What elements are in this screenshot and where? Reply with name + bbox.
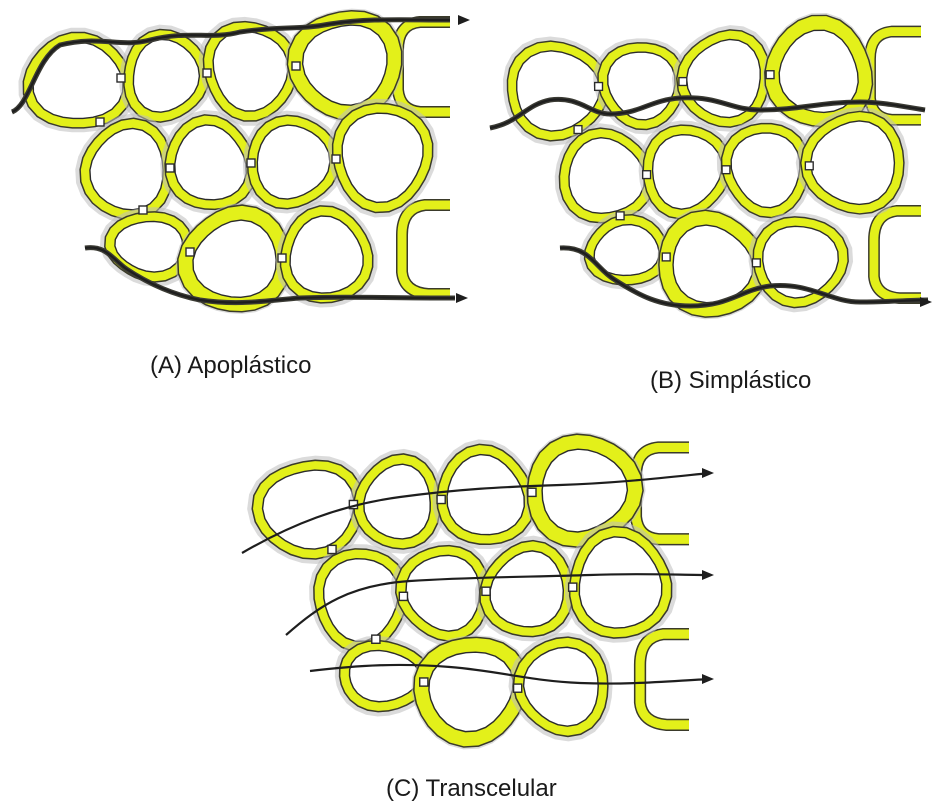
cell-group	[26, 16, 451, 307]
caption-symplastic: (B) Simplástico	[650, 367, 811, 395]
plasmodesma	[805, 162, 813, 170]
cell-group	[254, 439, 689, 742]
plant-cell	[419, 642, 524, 742]
plant-cell	[646, 127, 729, 216]
plant-cell	[562, 130, 653, 220]
plasmodesma	[420, 678, 428, 686]
plant-cell	[516, 640, 606, 735]
plasmodesma	[643, 171, 651, 179]
plant-cell	[398, 548, 487, 639]
plant-cell	[206, 24, 296, 119]
plasmodesma	[96, 118, 104, 126]
partial-cell	[402, 205, 450, 294]
plasmodesma	[662, 253, 670, 261]
plasmodesma	[574, 126, 582, 134]
plant-cell	[755, 219, 846, 305]
arrow-head	[702, 570, 714, 580]
symplastic-diagram	[480, 10, 934, 340]
plasmodesma	[399, 592, 407, 600]
plasmodesma	[766, 71, 774, 79]
plasmodesma	[679, 78, 687, 86]
plant-cell	[82, 120, 170, 217]
transcellular-svg	[230, 425, 750, 745]
caption-apoplastic: (A) Apoplástico	[150, 352, 311, 380]
plasmodesma	[528, 488, 536, 496]
plasmodesma	[372, 635, 380, 643]
plant-cell	[587, 217, 666, 283]
plasmodesma	[752, 259, 760, 267]
plant-cell	[183, 210, 287, 307]
plasmodesma	[328, 545, 336, 553]
plasmodesma	[722, 166, 730, 174]
plant-cell	[572, 529, 669, 636]
transcellular-diagram	[230, 425, 750, 745]
plasmodesma	[437, 495, 445, 503]
plant-cell	[335, 106, 430, 211]
partial-cell	[640, 634, 689, 725]
plasmodesma	[166, 164, 174, 172]
plant-cell	[167, 117, 254, 207]
plant-cell	[283, 208, 371, 301]
plasmodesma	[514, 684, 522, 692]
plasmodesma	[569, 583, 577, 591]
plant-cell	[254, 463, 361, 557]
plant-cell	[126, 32, 207, 120]
arrow-head	[456, 293, 468, 303]
arrow-head	[702, 468, 714, 478]
plasmodesma	[278, 254, 286, 262]
plant-cell	[482, 543, 571, 634]
plant-cell	[510, 43, 607, 138]
plant-cell	[664, 215, 763, 312]
plasmodesma	[595, 83, 603, 91]
plant-cell	[356, 456, 437, 547]
arrow-head	[702, 674, 714, 684]
plant-cell	[724, 126, 807, 216]
plant-cell	[439, 447, 532, 542]
plasmodesma	[616, 212, 624, 220]
partial-cell	[874, 211, 921, 298]
caption-transcellular: (C) Transcelular	[386, 775, 557, 803]
apoplastic-diagram	[0, 0, 480, 330]
plasmodesma	[139, 206, 147, 214]
apoplastic-svg	[0, 0, 480, 330]
plant-cell	[26, 35, 131, 126]
plasmodesma	[292, 62, 300, 70]
symplastic-svg	[480, 10, 934, 340]
partial-cell	[398, 22, 450, 112]
plasmodesma	[482, 587, 490, 595]
plasmodesma	[203, 69, 211, 77]
plant-cell	[250, 118, 338, 207]
cell-group	[510, 20, 921, 312]
arrow-head	[458, 15, 470, 25]
plasmodesma	[332, 155, 340, 163]
plasmodesma	[117, 74, 125, 82]
plasmodesma	[247, 159, 255, 167]
plant-cell	[316, 551, 405, 649]
plant-cell	[803, 114, 902, 212]
plasmodesma	[186, 248, 194, 256]
